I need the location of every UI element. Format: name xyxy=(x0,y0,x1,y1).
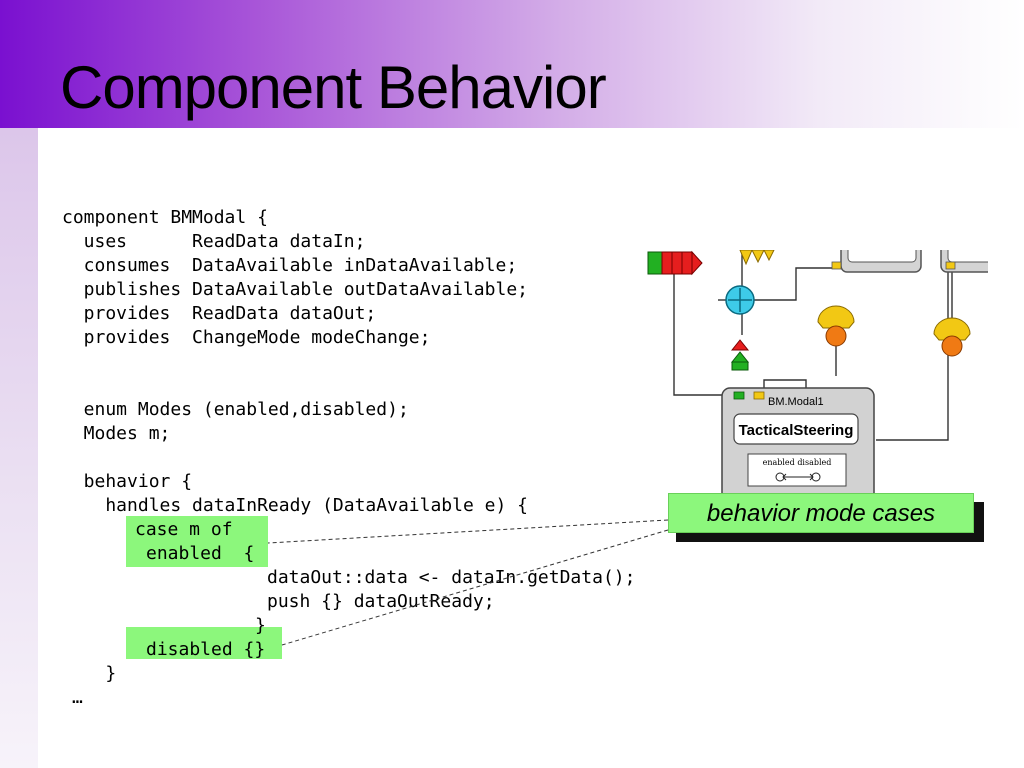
mode-indicator-icon xyxy=(730,339,750,371)
code-line: provides ReadData dataOut; xyxy=(62,303,377,324)
component-type-label: TacticalSteering xyxy=(739,422,854,439)
code-line: … xyxy=(72,687,83,708)
code-line: } xyxy=(255,615,266,636)
behavior-mode-cases-callout: behavior mode cases xyxy=(668,493,974,533)
bm-modal-component: BM.Modal1 TacticalSteering enabled disab… xyxy=(721,387,875,500)
code-line: component BMModal { xyxy=(62,207,268,228)
code-line: enum Modes (enabled,disabled); xyxy=(62,399,409,420)
code-line: provides ChangeMode modeChange; xyxy=(62,327,431,348)
slide-title: Component Behavior xyxy=(60,54,607,121)
diagram-svg: BM.Modal1 TacticalSteering enabled disab… xyxy=(647,250,988,500)
code-line: uses ReadData dataIn; xyxy=(62,231,366,252)
code-line: dataOut::data <- dataIn.getData(); xyxy=(267,567,636,588)
code-line: Modes m; xyxy=(62,423,171,444)
code-line: handles dataInReady (DataAvailable e) { xyxy=(62,495,528,516)
modes-label: enabled disabled xyxy=(763,458,832,467)
code-line: disabled {} xyxy=(146,639,266,660)
code-line: push {} dataOutReady; xyxy=(267,591,495,612)
receptacle-icons xyxy=(817,305,971,357)
code-line: case m of xyxy=(135,519,233,540)
router-icon xyxy=(725,285,755,315)
component-diagram: BM.Modal1 TacticalSteering enabled disab… xyxy=(636,250,988,500)
code-line: } xyxy=(62,663,117,684)
leader-line-enabled xyxy=(267,519,669,544)
code-line: enabled { xyxy=(146,543,255,564)
highlight-disabled xyxy=(126,627,282,659)
top-port-icons xyxy=(739,250,775,266)
code-line: behavior { xyxy=(62,471,193,492)
component-instance-label: BM.Modal1 xyxy=(768,396,824,408)
code-line: consumes DataAvailable inDataAvailable; xyxy=(62,255,518,276)
highlight-case-enabled xyxy=(126,516,268,567)
display-components xyxy=(831,250,988,273)
event-queue-icon xyxy=(647,250,703,276)
title-bar xyxy=(0,0,1024,128)
code-line: publishes DataAvailable outDataAvailable… xyxy=(62,279,528,300)
left-decor-strip xyxy=(0,128,38,768)
